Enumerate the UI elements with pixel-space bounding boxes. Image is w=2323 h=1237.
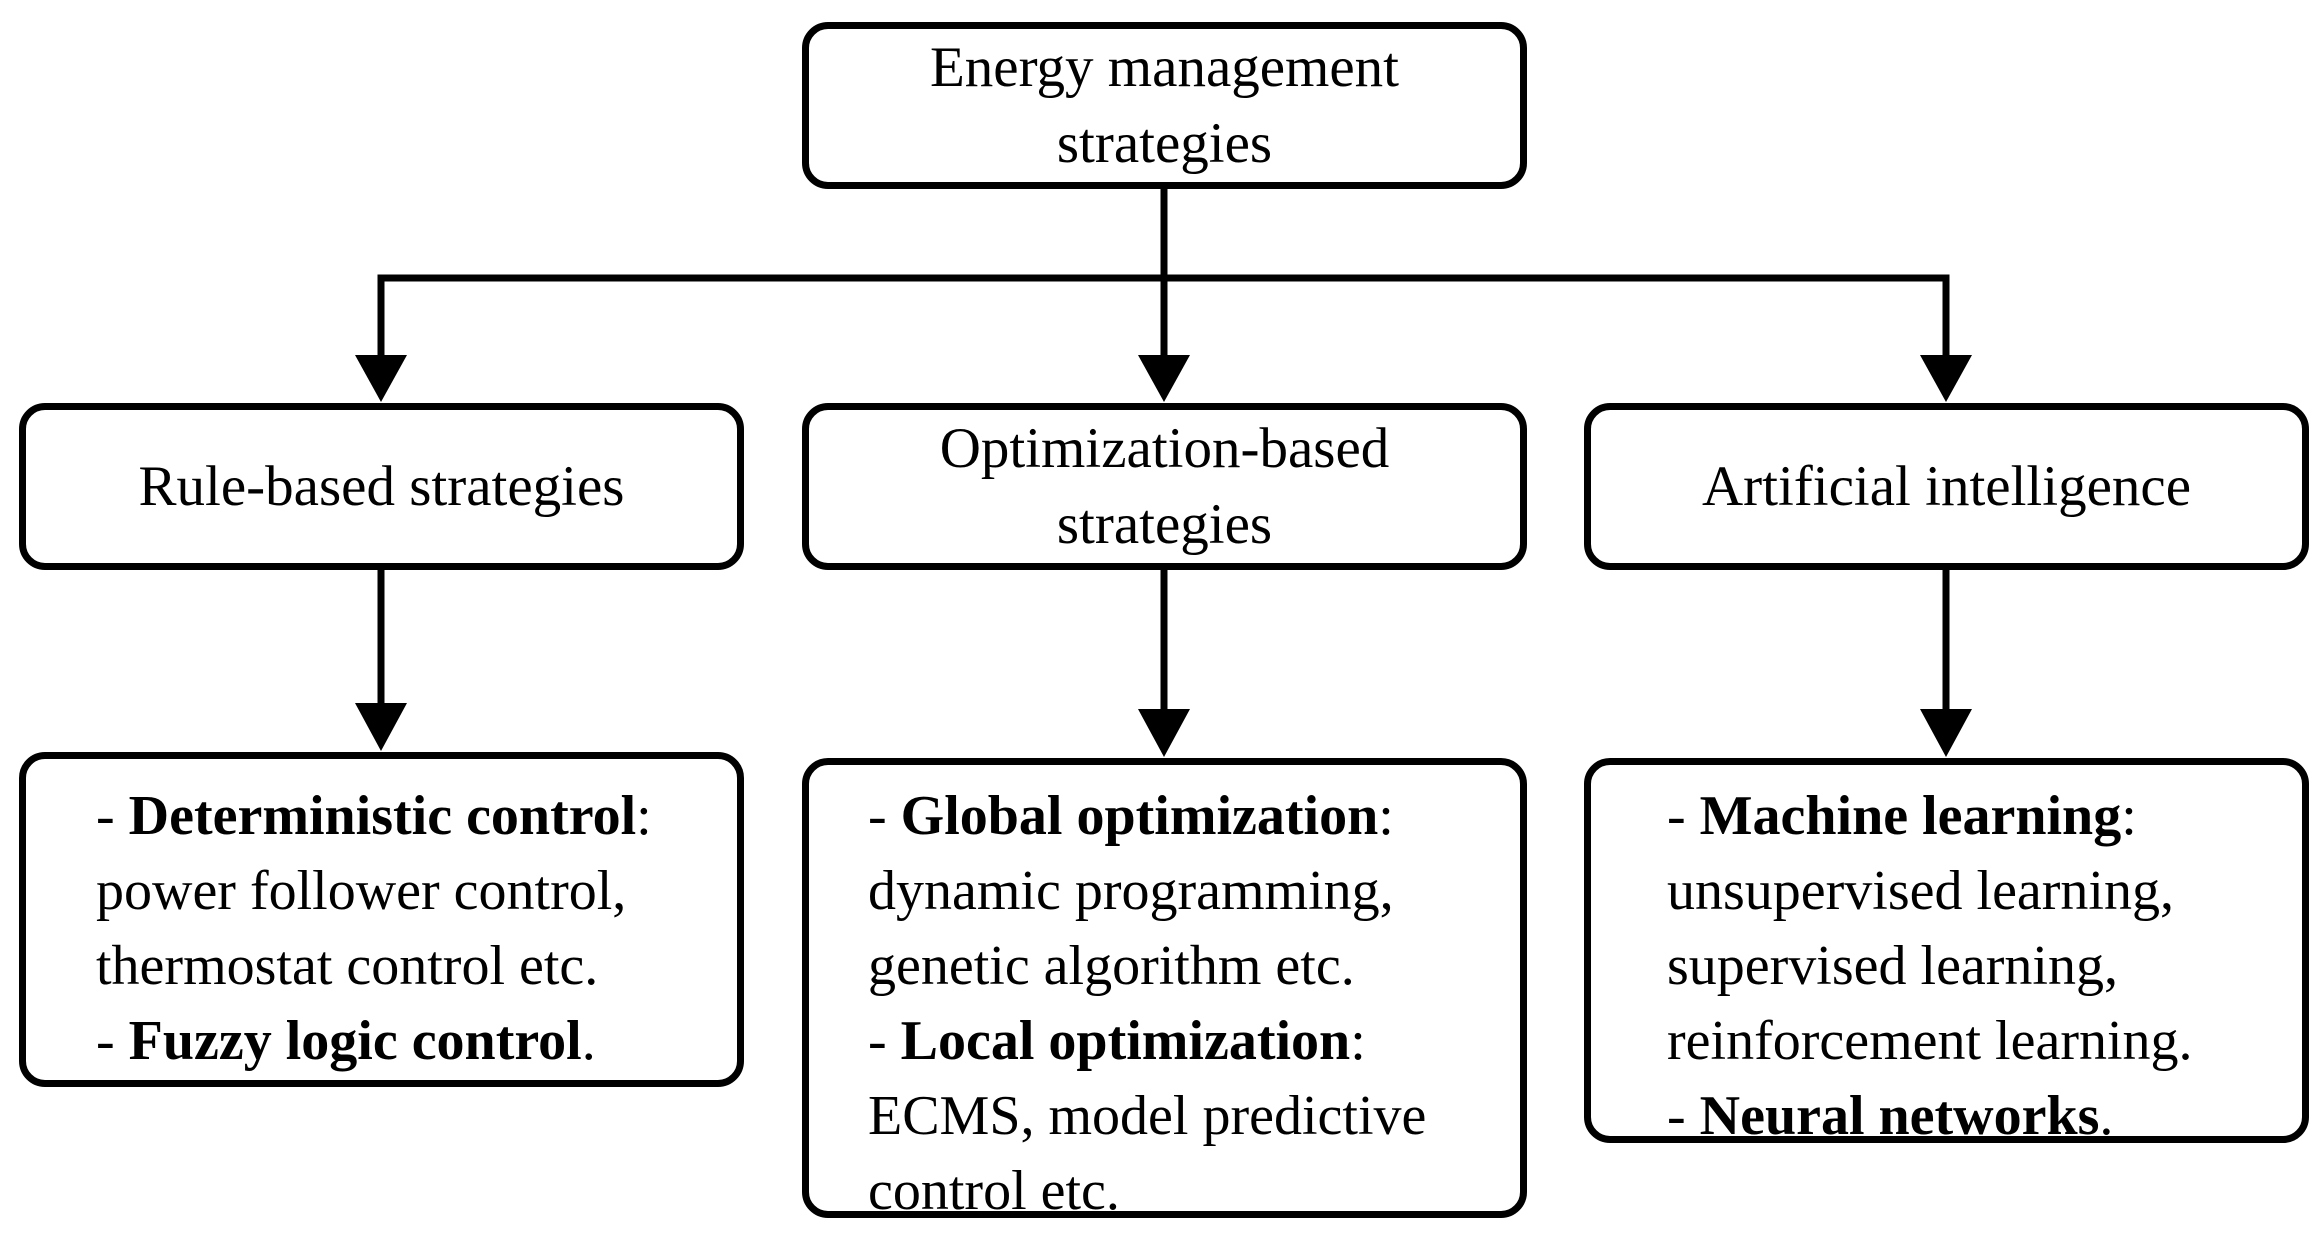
detail-line: dynamic programming, bbox=[868, 860, 1394, 922]
node-rule-based-strategies: Rule-based strategies bbox=[19, 403, 744, 570]
detail-line: - Neural networks. bbox=[1667, 1085, 2114, 1147]
details-rule-based: - Deterministic control: power follower … bbox=[19, 752, 744, 1087]
detail-term-deterministic-control: Deterministic control bbox=[128, 785, 637, 847]
node-label-line: strategies bbox=[1056, 111, 1273, 175]
detail-line: unsupervised learning, bbox=[1667, 860, 2174, 922]
detail-line: - Local optimization: bbox=[868, 1010, 1366, 1072]
detail-line: control etc. bbox=[868, 1160, 1120, 1222]
node-label-line: Optimization-based bbox=[939, 416, 1390, 480]
detail-line: - Machine learning: bbox=[1667, 785, 2137, 847]
node-label-line: Rule-based strategies bbox=[138, 454, 625, 518]
details-artificial-intelligence: - Machine learning: unsupervised learnin… bbox=[1584, 758, 2309, 1147]
detail-term-fuzzy-logic-control: Fuzzy logic control bbox=[128, 1010, 582, 1072]
arrowhead-rule-based bbox=[355, 355, 407, 402]
detail-term-machine-learning: Machine learning bbox=[1699, 785, 2122, 847]
detail-line: reinforcement learning. bbox=[1667, 1010, 2193, 1072]
node-energy-management-strategies: Energy management strategies bbox=[802, 22, 1527, 189]
detail-line: - Deterministic control: bbox=[96, 785, 652, 847]
arrowhead-ai-details bbox=[1920, 709, 1972, 757]
detail-term-local-optimization: Local optimization bbox=[900, 1010, 1351, 1072]
arrowhead-optimization-based bbox=[1138, 355, 1190, 402]
detail-line: power follower control, bbox=[96, 860, 627, 922]
detail-term-global-optimization: Global optimization bbox=[900, 785, 1379, 847]
details-optimization-based: - Global optimization: dynamic programmi… bbox=[802, 758, 1527, 1222]
detail-line: - Global optimization: bbox=[868, 785, 1394, 847]
detail-line: genetic algorithm etc. bbox=[868, 935, 1355, 997]
node-artificial-intelligence: Artificial intelligence bbox=[1584, 403, 2309, 570]
detail-line: thermostat control etc. bbox=[96, 935, 599, 997]
node-label-line: strategies bbox=[1056, 492, 1273, 556]
node-optimization-based-strategies: Optimization-based strategies bbox=[802, 403, 1527, 570]
arrowhead-artificial-intelligence bbox=[1920, 355, 1972, 402]
arrowhead-optimization-details bbox=[1138, 709, 1190, 757]
arrowhead-rule-based-details bbox=[355, 703, 407, 751]
detail-term-neural-networks: Neural networks bbox=[1699, 1085, 2100, 1147]
node-label-line: Artificial intelligence bbox=[1701, 454, 2192, 518]
detail-line: supervised learning, bbox=[1667, 935, 2118, 997]
node-label-line: Energy management bbox=[929, 35, 1400, 99]
detail-line: ECMS, model predictive bbox=[868, 1085, 1427, 1147]
detail-line: - Fuzzy logic control. bbox=[96, 1010, 596, 1072]
